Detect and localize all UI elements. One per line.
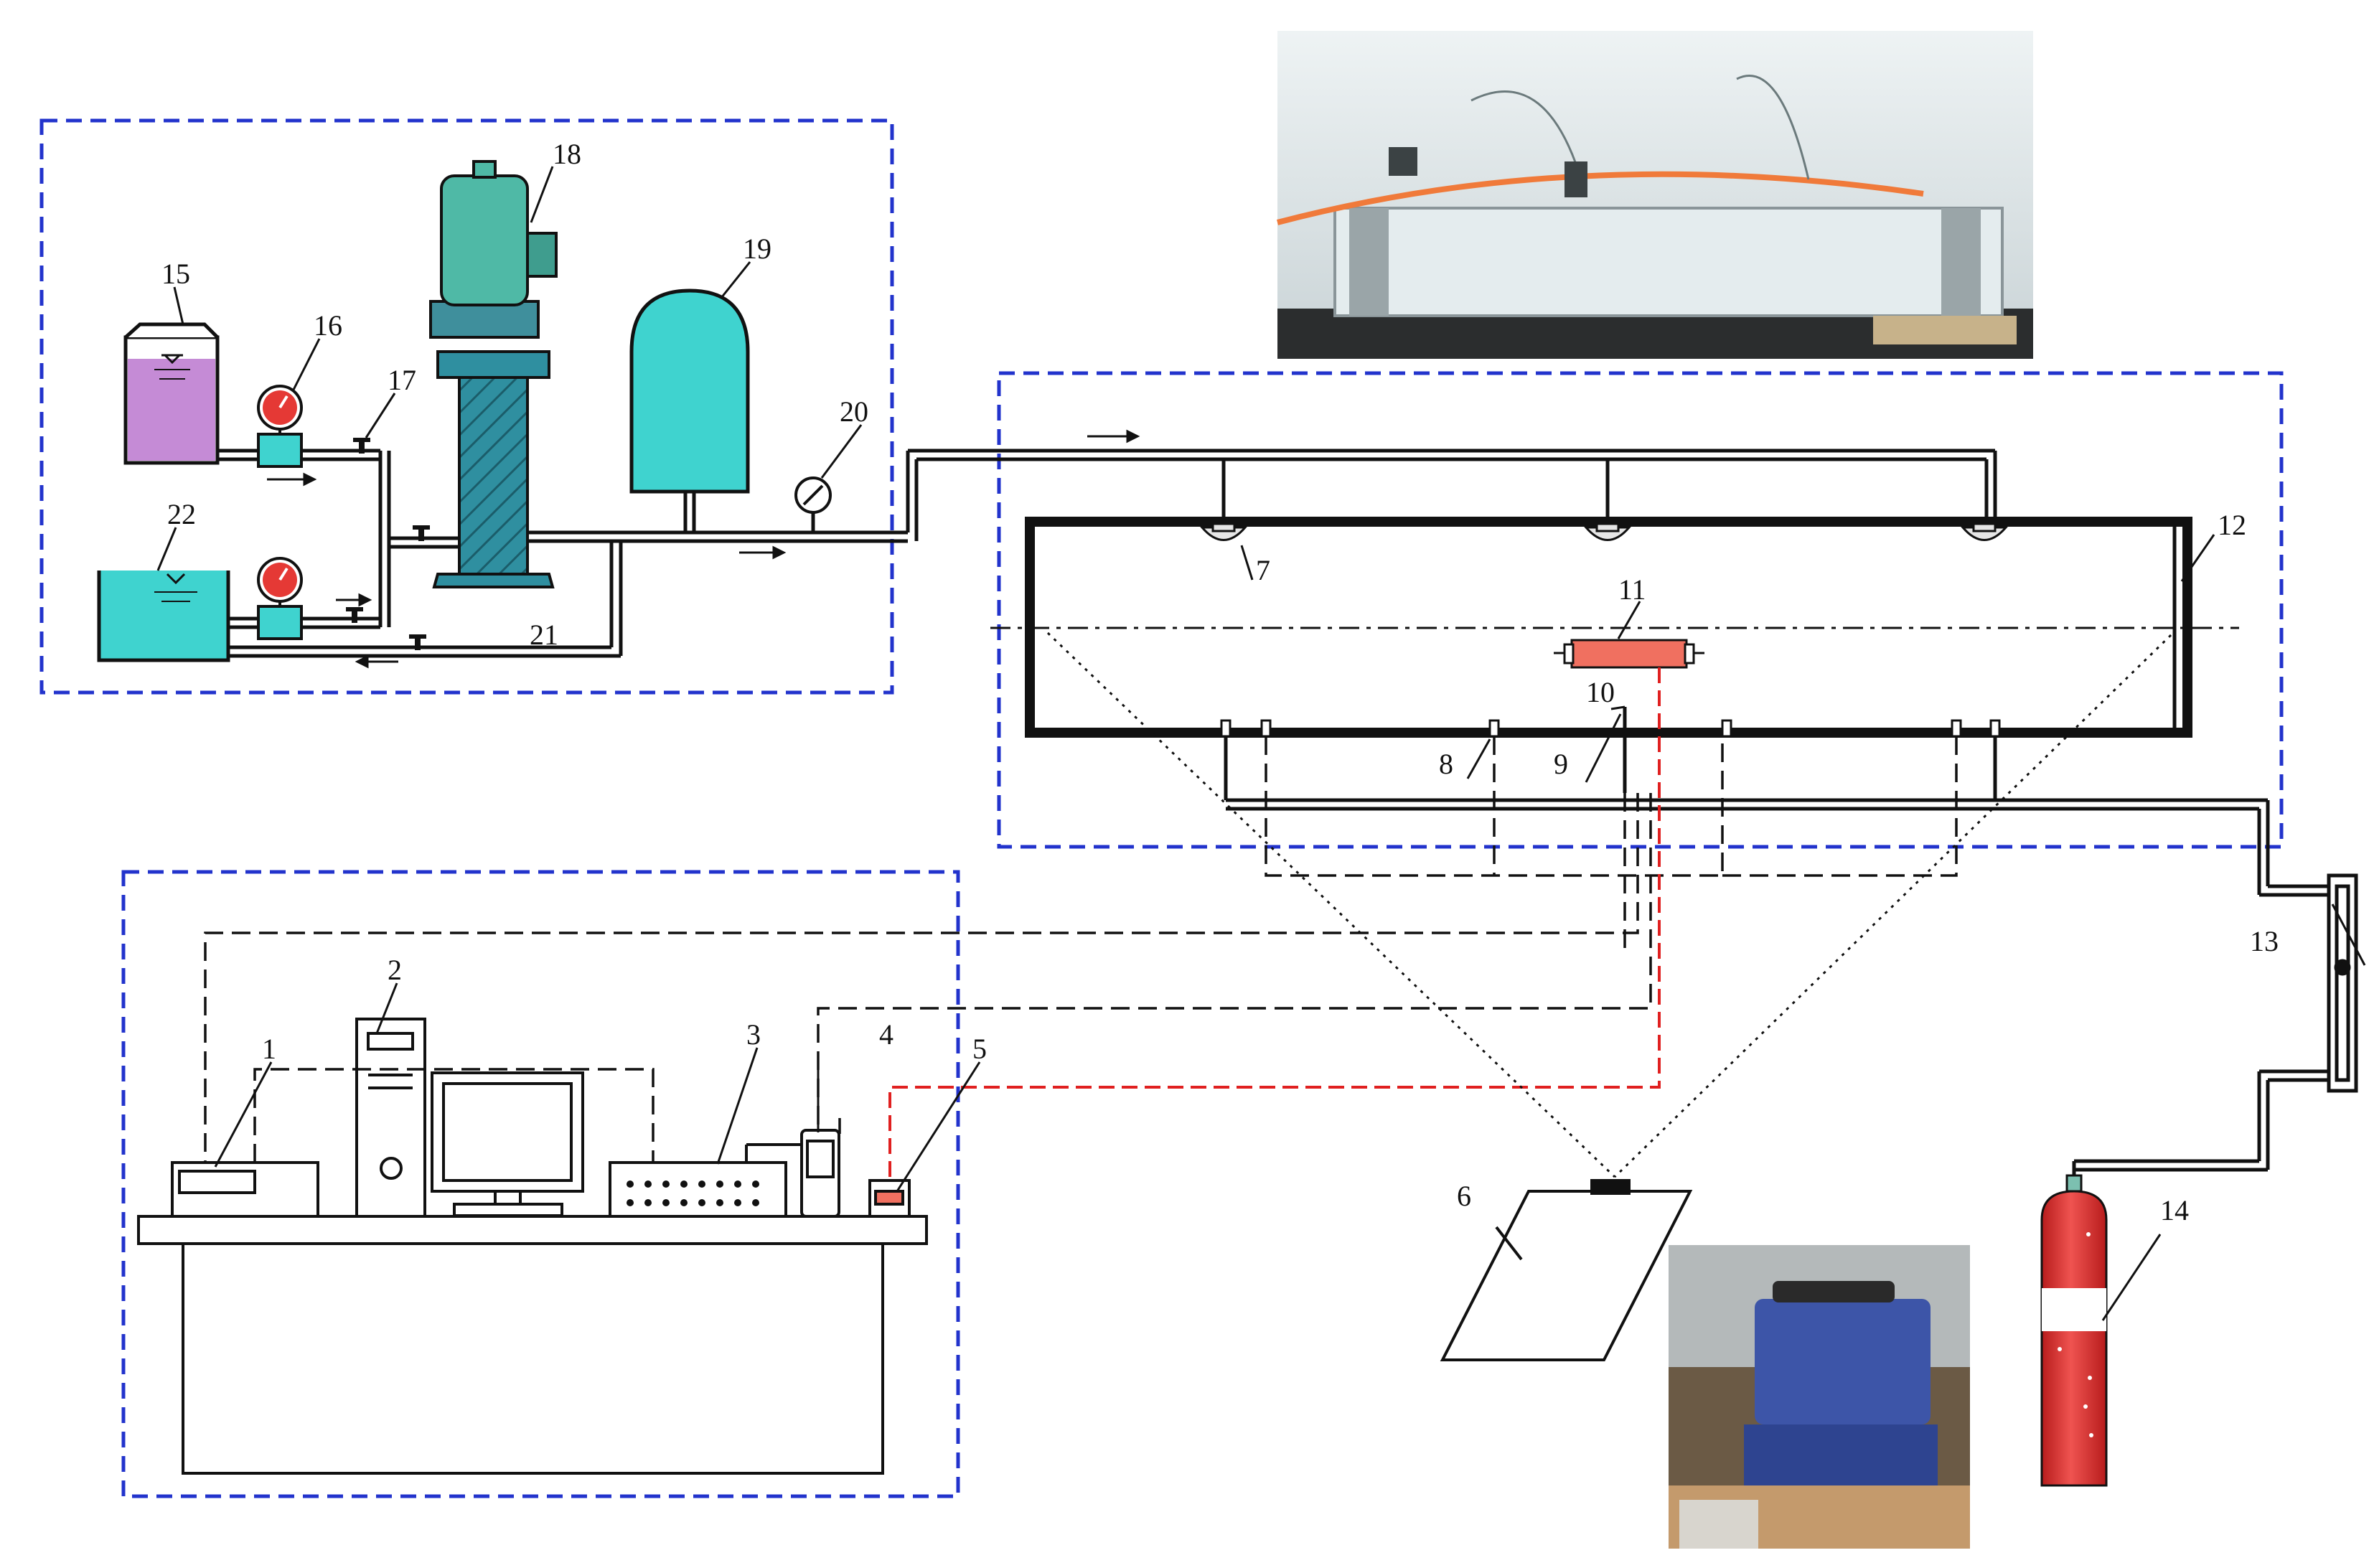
gas-label: CH4 (2047, 1297, 2096, 1330)
flowmeter-bottom (257, 557, 303, 640)
valve-icon (346, 438, 430, 650)
water-supply-frame (39, 118, 894, 695)
pressure-vessel (629, 288, 750, 494)
frames (39, 118, 2284, 1498)
test-section-frame (997, 371, 2284, 849)
label-18: 18 (553, 138, 581, 170)
label-10: 10 (1586, 676, 1615, 708)
data-acquisition-system (137, 1018, 928, 1475)
test-channel-photo (1276, 31, 2033, 359)
label-2: 2 (388, 954, 402, 986)
label-3: 3 (746, 1018, 761, 1051)
label-8: 8 (1439, 748, 1453, 780)
data-logger (609, 1161, 787, 1218)
label-21: 21 (530, 619, 558, 651)
label-22: 22 (167, 498, 196, 530)
label-17: 17 (388, 364, 416, 396)
test-section (204, 451, 2358, 1191)
component-labels: 15 16 17 18 19 20 21 22 7 11 12 10 9 8 1… (161, 138, 2279, 1226)
data-acquisition-frame (121, 870, 960, 1498)
heating-element (1554, 639, 1704, 669)
label-11: 11 (1618, 573, 1646, 606)
laser-line (888, 667, 1661, 1180)
spray-nozzles (1199, 522, 2009, 541)
label-12: 12 (2218, 509, 2246, 541)
leader-lines (156, 166, 2366, 1321)
label-13: 13 (2250, 925, 2279, 957)
equipment-photo (1669, 1245, 1970, 1549)
label-1: 1 (262, 1033, 276, 1065)
label-4: 4 (879, 1018, 893, 1051)
label-9: 9 (1554, 748, 1568, 780)
camera-icon (1440, 1179, 1693, 1361)
gas-flowmeter (2327, 873, 2358, 1093)
gauge-icon (794, 476, 832, 514)
label-5: 5 (972, 1033, 987, 1065)
label-15: 15 (161, 258, 190, 290)
workbench-body (182, 1242, 884, 1475)
solution-tank (123, 322, 220, 465)
water-tank (97, 571, 230, 662)
flowmeter-top (257, 385, 303, 468)
gas-subscript: 4 (2088, 1312, 2096, 1330)
label-6: 6 (1457, 1180, 1471, 1212)
gas-cylinder-icon (2040, 1174, 2108, 1487)
label-7: 7 (1256, 554, 1270, 586)
label-16: 16 (314, 309, 342, 342)
pressure-probes (1220, 719, 2001, 738)
label-14: 14 (2160, 1194, 2189, 1226)
arrow-icon (267, 429, 1140, 669)
workbench-top (137, 1215, 928, 1245)
label-19: 19 (743, 233, 771, 265)
gas-formula: CH (2047, 1297, 2088, 1327)
label-20: 20 (840, 395, 868, 428)
computer-icon (355, 1018, 584, 1218)
centrifugal-pump (429, 160, 558, 588)
